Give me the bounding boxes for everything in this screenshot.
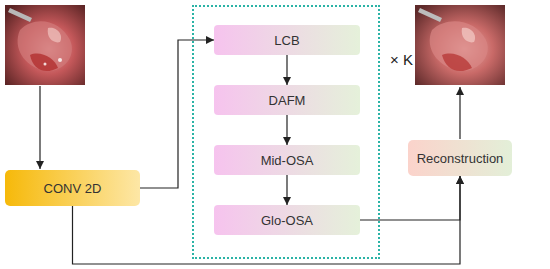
flow-arrow	[286, 175, 287, 205]
module-box: Glo-OSA	[214, 205, 360, 235]
flow-arrow	[286, 115, 287, 145]
conv-box: CONV 2D	[5, 170, 140, 206]
module-box: DAFM	[214, 85, 360, 115]
box-label: Reconstruction	[417, 151, 504, 166]
box-label: CONV 2D	[44, 181, 102, 196]
reconstruction-box: Reconstruction	[408, 140, 512, 176]
flow-arrow	[140, 40, 214, 188]
module-box: Mid-OSA	[214, 145, 360, 175]
box-label: Glo-OSA	[261, 213, 313, 228]
box-label: DAFM	[269, 93, 306, 108]
repeat-label: × K	[390, 51, 413, 68]
input-image	[5, 5, 85, 85]
module-box: LCB	[214, 25, 360, 55]
repeat-group: × KLCBDAFMMid-OSAGlo-OSA	[192, 5, 380, 259]
output-image	[415, 5, 505, 85]
input-arrow	[39, 86, 40, 169]
box-label: LCB	[274, 33, 299, 48]
box-label: Mid-OSA	[261, 153, 314, 168]
output-arrow	[459, 87, 460, 139]
flow-arrow	[360, 176, 460, 220]
flow-arrow	[286, 55, 287, 85]
